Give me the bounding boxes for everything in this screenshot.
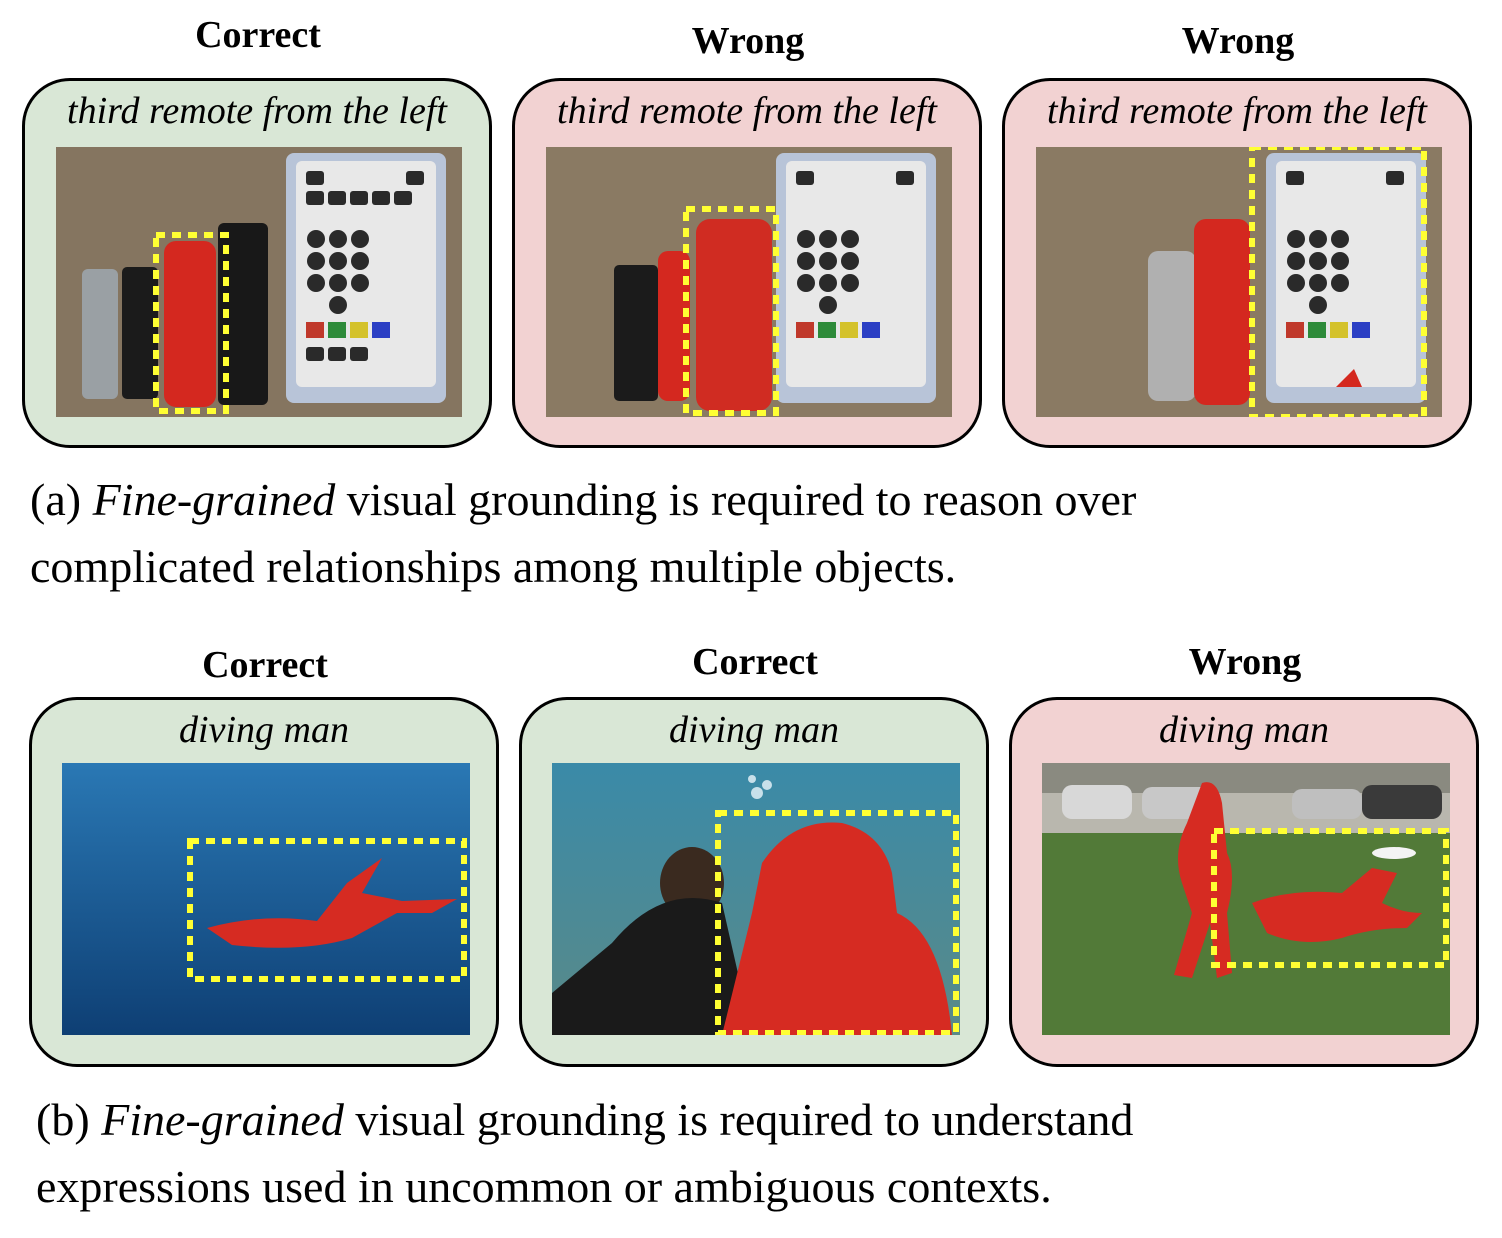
verdict-label-a3: Wrong bbox=[1181, 20, 1295, 62]
caption-a-prefix: (a) bbox=[30, 474, 82, 525]
query-text: diving man bbox=[1159, 709, 1329, 751]
verdict-label-b1: Correct bbox=[202, 644, 328, 686]
caption-a-line1: (a) Fine-grained visual grounding is req… bbox=[30, 466, 1470, 533]
panel-b1-correct: diving man bbox=[29, 697, 499, 1067]
diver-photo bbox=[552, 763, 960, 1035]
verdict-label-a2: Wrong bbox=[691, 20, 805, 62]
remote-photo bbox=[546, 147, 952, 417]
caption-b-emphasis: Fine-grained bbox=[101, 1094, 344, 1145]
query-text: third remote from the left bbox=[557, 90, 937, 132]
panel-a3-wrong: third remote from the left bbox=[1002, 78, 1472, 448]
query-text: third remote from the left bbox=[67, 90, 447, 132]
caption-b-rest: visual grounding is required to understa… bbox=[355, 1094, 1134, 1145]
panel-a2-wrong: third remote from the left bbox=[512, 78, 982, 448]
panel-a1-correct: third remote from the left bbox=[22, 78, 492, 448]
caption-a-emphasis: Fine-grained bbox=[92, 474, 336, 525]
query-text: diving man bbox=[669, 709, 839, 751]
caption-b-line1: (b) Fine-grained visual grounding is req… bbox=[36, 1086, 1476, 1153]
caption-b-prefix: (b) bbox=[36, 1094, 90, 1145]
verdict-label-b3: Wrong bbox=[1188, 641, 1302, 683]
verdict-label-a1: Correct bbox=[195, 14, 321, 56]
caption-a: (a) Fine-grained visual grounding is req… bbox=[30, 466, 1470, 600]
caption-b-line2: expressions used in uncommon or ambiguou… bbox=[36, 1161, 1052, 1212]
frisbee-photo bbox=[1042, 763, 1450, 1035]
panel-b3-wrong: diving man bbox=[1009, 697, 1479, 1067]
remote-photo bbox=[1036, 147, 1442, 417]
caption-a-line2: complicated relationships among multiple… bbox=[30, 541, 957, 592]
remote-photo bbox=[56, 147, 462, 417]
caption-b: (b) Fine-grained visual grounding is req… bbox=[36, 1086, 1476, 1220]
diver-photo bbox=[62, 763, 470, 1035]
panel-b2-correct: diving man bbox=[519, 697, 989, 1067]
caption-a-rest: visual grounding is required to reason o… bbox=[346, 474, 1137, 525]
verdict-label-b2: Correct bbox=[692, 641, 818, 683]
query-text: third remote from the left bbox=[1047, 90, 1427, 132]
query-text: diving man bbox=[179, 709, 349, 751]
